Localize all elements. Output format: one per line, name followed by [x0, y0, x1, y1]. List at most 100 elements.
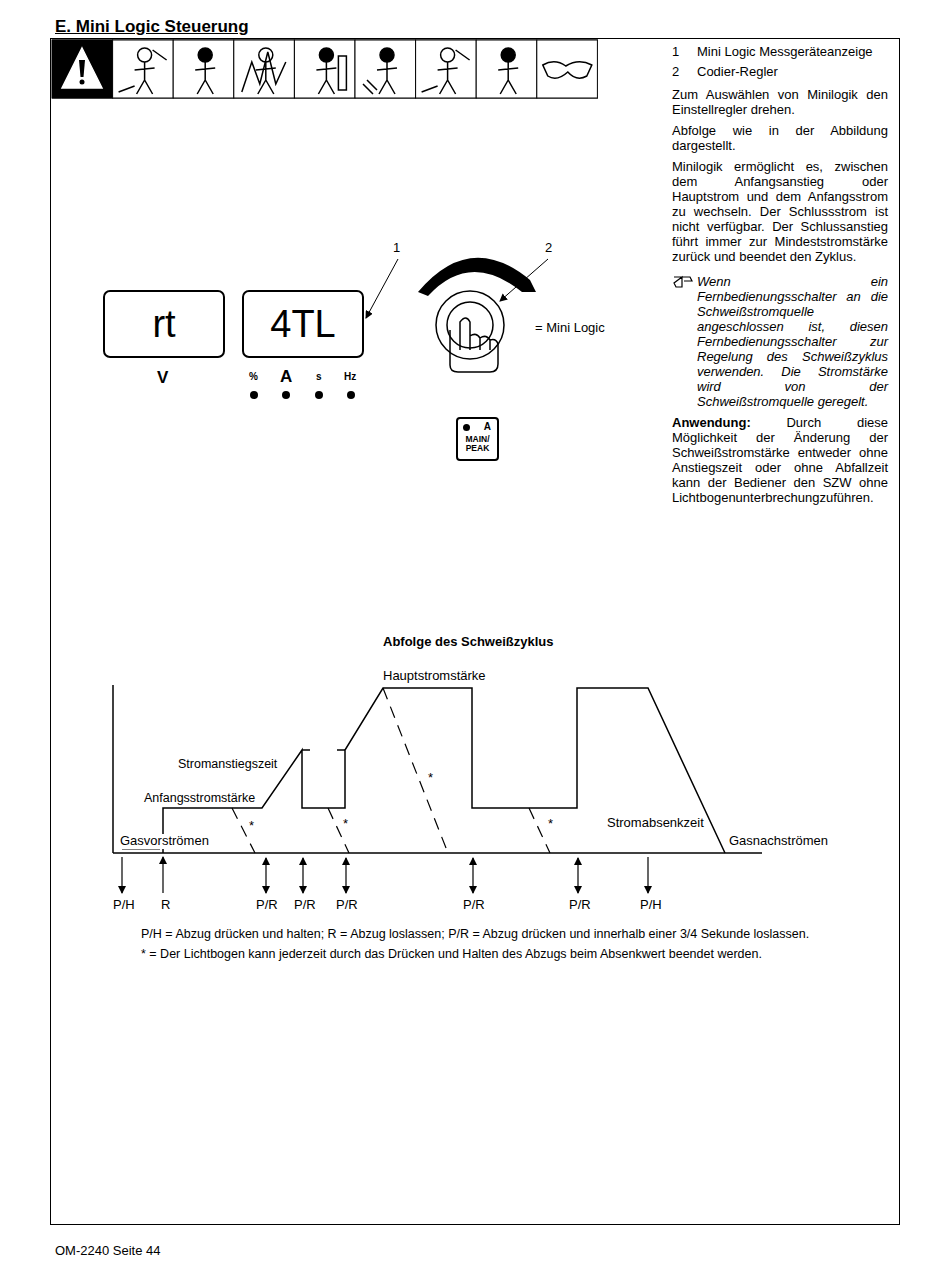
art-path — [418, 258, 536, 296]
art-path — [163, 688, 725, 853]
art-circle — [198, 48, 212, 62]
art-rect — [537, 40, 598, 98]
art-path — [256, 62, 276, 94]
button-led-label: A — [484, 421, 491, 432]
art-rect — [173, 40, 234, 98]
meter-unit: A — [280, 367, 292, 387]
page-title: E. Mini Logic Steuerung — [55, 17, 249, 37]
art-rect — [416, 40, 477, 98]
art-line — [112, 685, 114, 853]
art-g — [113, 685, 762, 893]
art-line — [328, 808, 349, 853]
callout-number: 1 — [393, 241, 400, 256]
trigger-code: P/H — [113, 898, 135, 913]
art-rect — [355, 40, 416, 98]
art-path — [422, 50, 470, 92]
paragraph: Zum Auswählen von Minilogik den Einstell… — [672, 87, 888, 117]
chart-label: Gasvorströmen — [120, 834, 209, 849]
asterisk-mark: * — [249, 819, 254, 834]
art-rect — [51, 39, 900, 1225]
paragraph: Abfolge wie in der Abbildung dargestellt… — [672, 123, 888, 153]
button-label: MAIN/ PEAK — [461, 435, 494, 453]
trigger-code: P/R — [336, 898, 358, 913]
art-path — [195, 62, 215, 94]
run-in-heading: Anwendung: — [672, 415, 751, 430]
art-line — [162, 857, 163, 893]
art-g — [122, 857, 648, 893]
note-text: Wenn ein Fernbedienungsschalter an die S… — [697, 274, 888, 409]
art-circle — [80, 80, 85, 85]
art-line — [337, 749, 345, 751]
art-path — [135, 62, 155, 94]
art-g — [674, 277, 692, 287]
chart-label: Gasnachströmen — [729, 834, 828, 849]
art-rect — [338, 56, 346, 90]
chart-label: Anfangsstromstärke — [144, 791, 255, 805]
art-line — [121, 857, 122, 893]
callout-number: 2 — [545, 241, 552, 256]
art-path — [62, 48, 102, 88]
callout-text: Codier-Regler — [697, 65, 778, 80]
paragraph: Minilogik ermöglicht es, zwischen dem An… — [672, 159, 888, 264]
art-line — [302, 858, 303, 893]
art-line — [302, 749, 310, 751]
trigger-code: P/R — [294, 898, 316, 913]
display-text: rt — [105, 292, 223, 356]
display-window: rt — [103, 290, 225, 358]
art-circle — [501, 48, 515, 62]
knob-label: = Mini Logic — [535, 321, 605, 336]
art-path — [674, 277, 692, 287]
asterisk-mark: * — [548, 817, 553, 832]
art-g — [232, 688, 550, 853]
trigger-code: R — [161, 898, 170, 913]
art-line — [366, 259, 398, 318]
asterisk-mark: * — [428, 771, 433, 786]
push-button: A MAIN/ PEAK — [456, 417, 499, 461]
art-rect — [476, 40, 537, 98]
art-circle — [319, 48, 333, 62]
art-line — [472, 858, 473, 893]
art-line — [345, 858, 346, 893]
chart-label: Hauptstromstärke — [383, 669, 486, 684]
art-line — [647, 857, 648, 893]
art-circle — [347, 391, 355, 399]
meter-unit: s — [316, 371, 322, 383]
callout-text: Mini Logic Messgeräteanzeige — [697, 45, 873, 60]
callout-number: 1 — [672, 45, 679, 60]
display-window: 4TL — [242, 290, 364, 358]
body-text: Minilogik ermöglicht es, zwischen dem An… — [672, 159, 888, 264]
art-path — [498, 62, 518, 94]
trigger-code: P/R — [463, 898, 485, 913]
paragraph: Anwendung: Durch diese Möglichkeit der Ä… — [672, 415, 888, 505]
art-line — [500, 259, 548, 301]
display-text: 4TL — [244, 292, 362, 356]
trigger-code: P/R — [256, 898, 278, 913]
art-path — [363, 80, 377, 94]
led-dot — [463, 424, 470, 431]
art-circle — [250, 391, 258, 399]
art-circle — [315, 391, 323, 399]
art-line — [577, 858, 578, 893]
meter-unit: Hz — [344, 371, 356, 383]
meter-unit: % — [249, 371, 258, 383]
art-rect — [52, 40, 113, 98]
art-rect — [234, 40, 295, 98]
art-path — [377, 62, 397, 94]
callout-number: 2 — [672, 65, 679, 80]
art-circle — [441, 48, 455, 62]
body-text: Abfolge wie in der Abbildung dargestellt… — [672, 123, 888, 153]
art-rect — [294, 40, 355, 98]
text-column: Zum Auswählen von Minilogik den Einstell… — [672, 87, 888, 505]
chart-label: Stromabsenkzeit — [607, 816, 704, 831]
chart-label: Stromanstiegszeit — [178, 757, 277, 771]
art-path — [242, 52, 286, 92]
art-path — [119, 50, 167, 92]
art-rect — [113, 40, 174, 98]
art-path — [79, 60, 85, 77]
art-line — [529, 808, 550, 853]
meter-unit: V — [157, 368, 168, 388]
chart-title: Abfolge des Schweißzyklus — [383, 635, 554, 650]
art-line — [113, 852, 762, 854]
page-footer: OM-2240 Seite 44 — [55, 1244, 161, 1259]
art-circle — [138, 48, 152, 62]
